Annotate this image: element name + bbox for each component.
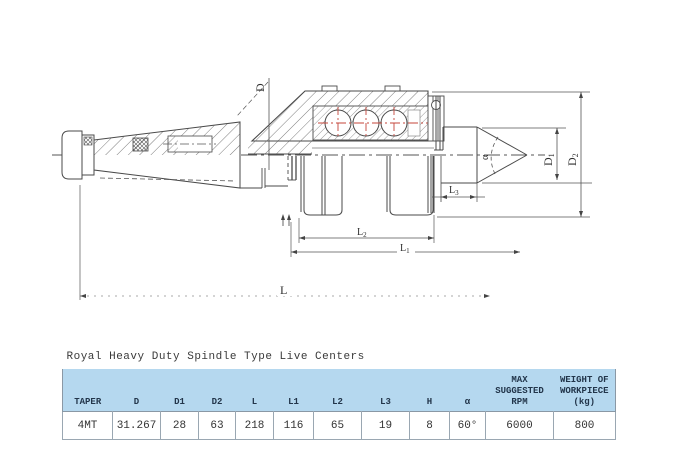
cell-d1: 28 bbox=[160, 411, 199, 440]
dim-D2: D2 bbox=[432, 91, 590, 218]
dim-L: L bbox=[79, 185, 490, 300]
table-header-row: TAPER D D1 D2 L L1 L2 L3 H α MAX SUGGEST… bbox=[62, 369, 616, 412]
spec-table-grid: Royal Heavy Duty Spindle Type Live Cente… bbox=[62, 344, 616, 440]
col-header-l: L bbox=[235, 369, 274, 412]
col-header-h: H bbox=[409, 369, 450, 412]
cell-l3: 19 bbox=[361, 411, 410, 440]
dim-alpha: α bbox=[480, 136, 499, 175]
label-alpha: α bbox=[480, 154, 491, 160]
col-header-alpha: α bbox=[449, 369, 486, 412]
col-header-d2: D2 bbox=[198, 369, 236, 412]
cell-alpha: 60° bbox=[449, 411, 486, 440]
label-D: D bbox=[253, 83, 267, 92]
label-D2: D2 bbox=[565, 153, 580, 166]
cell-weight: 800 bbox=[553, 411, 616, 440]
col-header-taper: TAPER bbox=[62, 369, 113, 412]
cell-d2: 63 bbox=[198, 411, 236, 440]
col-header-l3: L3 bbox=[361, 369, 410, 412]
spindle-shaft bbox=[239, 122, 434, 189]
cell-taper: 4MT bbox=[62, 411, 113, 440]
bearing-housing bbox=[250, 85, 445, 142]
col-header-l2: L2 bbox=[313, 369, 362, 412]
cell-d: 31.267 bbox=[112, 411, 161, 440]
body-outline-lower bbox=[300, 156, 435, 216]
housing-tab bbox=[384, 85, 401, 92]
bearing-centerlines-red bbox=[318, 107, 430, 139]
label-D1: D1 bbox=[541, 153, 556, 166]
spec-table: Royal Heavy Duty Spindle Type Live Cente… bbox=[62, 344, 616, 440]
shank-end-knob bbox=[61, 130, 95, 180]
hidden-line bbox=[99, 177, 237, 182]
col-header-l1: L1 bbox=[273, 369, 314, 412]
dim-D: D bbox=[236, 78, 270, 170]
col-header-d1: D1 bbox=[160, 369, 199, 412]
label-L3: L3 bbox=[449, 185, 459, 197]
label-L2: L2 bbox=[357, 227, 367, 239]
taper-shank bbox=[93, 121, 241, 189]
table-data-row: 4MT 31.267 28 63 218 116 65 19 8 60° 600… bbox=[62, 411, 616, 440]
cell-h: 8 bbox=[409, 411, 450, 440]
h-dimension-ticks bbox=[281, 214, 291, 226]
dim-D1: D1 bbox=[482, 127, 592, 184]
table-title: Royal Heavy Duty Spindle Type Live Cente… bbox=[66, 351, 365, 363]
cell-l2: 65 bbox=[313, 411, 362, 440]
col-header-weight: WEIGHT OF WORKPIECE (kg) bbox=[553, 369, 616, 412]
label-L: L bbox=[280, 283, 287, 297]
dim-L2: L2 bbox=[298, 215, 435, 243]
col-header-rpm: MAX SUGGESTED RPM bbox=[485, 369, 554, 412]
cell-rpm: 6000 bbox=[485, 411, 554, 440]
cell-l1: 116 bbox=[273, 411, 314, 440]
technical-drawing: D D1 D2 α L3 L2 bbox=[52, 78, 592, 300]
dim-L1: L1 bbox=[290, 222, 520, 257]
label-L1: L1 bbox=[400, 243, 410, 255]
col-header-d: D bbox=[112, 369, 161, 412]
housing-tab bbox=[321, 85, 338, 92]
shank-key-detail bbox=[132, 137, 149, 152]
cell-l: 218 bbox=[235, 411, 274, 440]
live-center-drawing: D D1 D2 α L3 L2 bbox=[52, 78, 592, 300]
cone-point bbox=[434, 96, 528, 202]
dim-L3: L3 bbox=[432, 185, 485, 199]
